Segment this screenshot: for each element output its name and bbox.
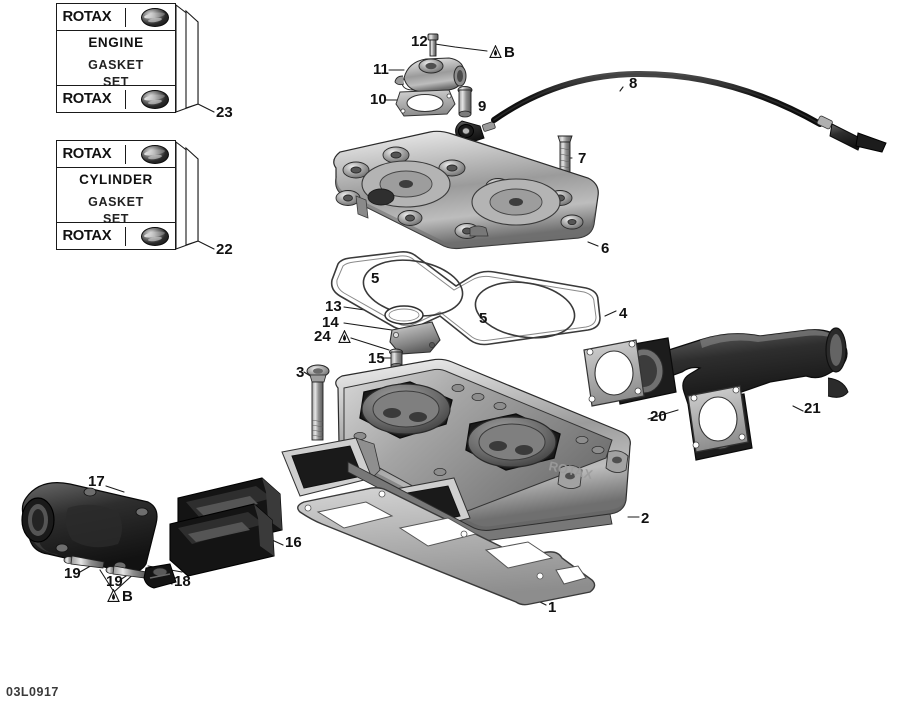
- divider: [125, 144, 127, 164]
- callout-9: 9: [478, 98, 487, 115]
- part-cylinder-block: ROTAX: [281, 358, 631, 541]
- label-subtitle-1: GASKET: [88, 195, 144, 209]
- callout-3: 3: [296, 364, 305, 381]
- leader-6: [587, 241, 599, 247]
- diagram-reference-code: 03L0917: [6, 685, 59, 699]
- rotax-logo-icon: [140, 144, 169, 164]
- part-reed-valves: [169, 477, 283, 577]
- part-knock-sensor-cable: [455, 70, 887, 153]
- callout-22: 22: [216, 241, 233, 258]
- label-wedge-23: [175, 3, 215, 113]
- part-cover-plate: [389, 321, 441, 355]
- part-cylinder-head-bolt: [306, 364, 330, 441]
- callout-7: 7: [578, 150, 587, 167]
- callout-23: 23: [216, 104, 233, 121]
- callout-5-left: 5: [371, 270, 380, 287]
- label-footer-row: ROTAX: [57, 222, 175, 249]
- callout-18: 18: [174, 573, 191, 590]
- rotax-wordmark-top: ROTAX: [62, 9, 112, 25]
- leader-12-B: [434, 43, 488, 52]
- part-plate-screw: [389, 348, 403, 369]
- o-ring-right: [474, 281, 576, 339]
- rotax-wordmark-bottom: ROTAX: [62, 228, 112, 244]
- label-subtitle-1: GASKET: [88, 58, 144, 72]
- leader-17: [105, 485, 125, 493]
- part-intake-socket: [21, 482, 158, 573]
- divider: [125, 7, 127, 27]
- callout-14: 14: [322, 314, 339, 331]
- leader-16: [271, 539, 284, 546]
- leader-21: [792, 405, 804, 412]
- callout-1: 1: [548, 599, 557, 616]
- callout-2: 2: [641, 510, 650, 527]
- rotax-logo-icon: [140, 89, 169, 109]
- part-intake-manifold: [611, 327, 849, 461]
- leader-18: [153, 576, 173, 585]
- sealant-marker-letter-bottom: B: [122, 588, 133, 605]
- leader-13: [343, 306, 387, 314]
- part-clamp: [143, 563, 177, 589]
- callout-5-right: 5: [479, 310, 488, 327]
- rotax-wordmark-top: ROTAX: [62, 146, 112, 162]
- divider: [125, 226, 127, 246]
- callout-12: 12: [411, 33, 428, 50]
- leader-18b: [147, 565, 183, 573]
- label-header-row: ROTAX: [57, 4, 175, 31]
- callout-16: 16: [285, 534, 302, 551]
- rotax-logo-icon: [140, 226, 169, 246]
- callout-17: 17: [88, 473, 105, 490]
- part-base-gasket: [297, 487, 596, 606]
- sealant-droplet-icon-24: [338, 330, 351, 343]
- callout-19-left: 19: [64, 565, 81, 582]
- leader-3: [303, 371, 313, 378]
- sealant-droplet-icon-bottom: [107, 589, 120, 602]
- label-footer-row: ROTAX: [57, 85, 175, 112]
- sealant-marker-letter-top: B: [504, 44, 515, 61]
- part-o-ring-small: [384, 305, 424, 325]
- cylinder-gasket-set-label: ROTAX CYLINDER GASKET SET ROTAX: [56, 140, 176, 250]
- part-thermostat-gasket: [395, 89, 456, 117]
- part-head-cover-screw: [557, 135, 573, 177]
- part-cylinder-head-gasket: [330, 251, 601, 346]
- callout-6: 6: [601, 240, 610, 257]
- label-wedge-22: [175, 140, 215, 250]
- divider: [125, 89, 127, 109]
- callout-13: 13: [325, 298, 342, 315]
- callout-20: 20: [650, 408, 667, 425]
- leader-4: [604, 310, 617, 317]
- callout-4: 4: [619, 305, 628, 322]
- leader-24: [350, 337, 390, 351]
- rotax-logo-icon: [140, 7, 169, 27]
- part-thermostat-housing: [394, 57, 467, 93]
- label-title: CYLINDER: [79, 172, 153, 187]
- callout-10: 10: [370, 91, 387, 108]
- part-cylinder-head-cover: [333, 130, 599, 250]
- callout-19-right: 19: [106, 573, 123, 590]
- leader-14: [343, 322, 393, 331]
- sealant-droplet-icon-top: [489, 45, 502, 58]
- o-ring-left: [362, 259, 464, 317]
- svg-text:ROTAX: ROTAX: [547, 458, 594, 482]
- part-intake-flange-gaskets: [583, 339, 749, 453]
- engine-gasket-set-label: ROTAX ENGINE GASKET SET ROTAX: [56, 3, 176, 113]
- label-header-row: ROTAX: [57, 141, 175, 168]
- callout-24: 24: [314, 328, 331, 345]
- callout-21: 21: [804, 400, 821, 417]
- leader-19a: [79, 563, 95, 573]
- leader-1: [535, 599, 547, 606]
- part-knock-sensor-screw: [457, 85, 473, 118]
- callout-15: 15: [368, 350, 385, 367]
- leader-8: [619, 86, 624, 92]
- callout-11: 11: [373, 61, 389, 78]
- rotax-wordmark-bottom: ROTAX: [62, 91, 112, 107]
- callout-8: 8: [629, 75, 638, 92]
- part-housing-screw: [427, 33, 439, 57]
- label-title: ENGINE: [88, 35, 144, 50]
